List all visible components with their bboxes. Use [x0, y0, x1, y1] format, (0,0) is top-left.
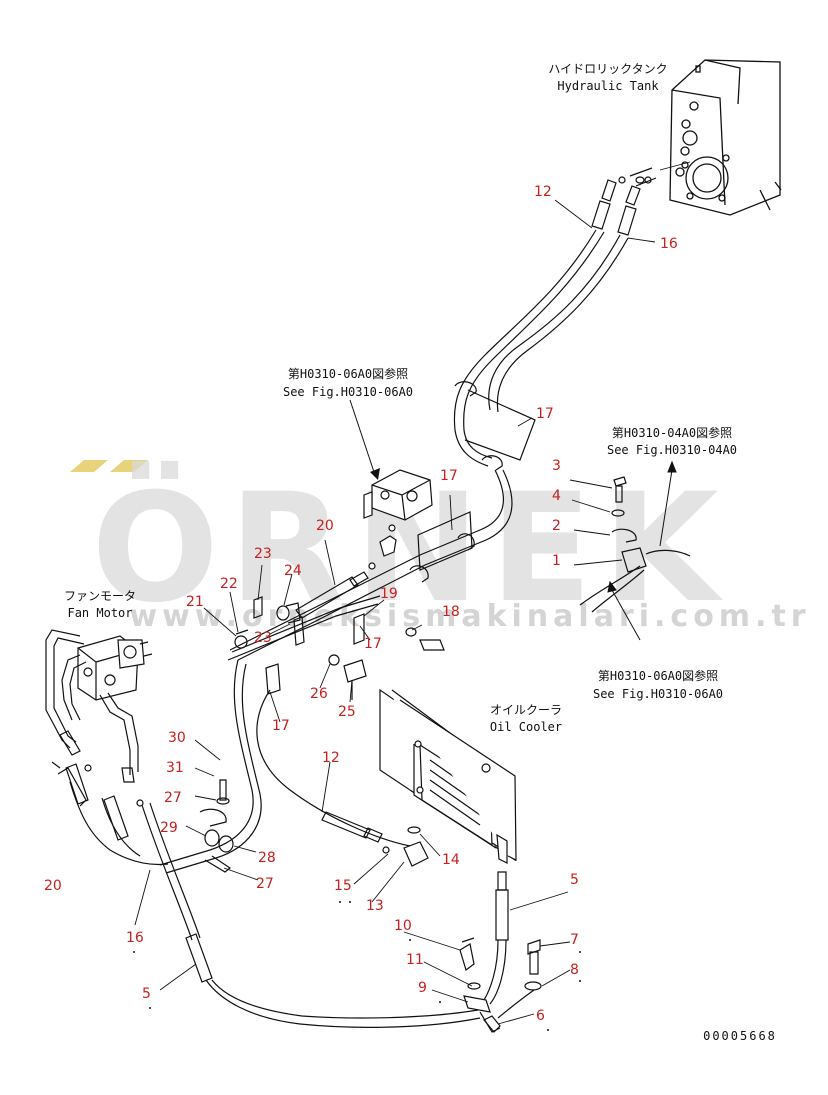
part-number: 14: [442, 852, 460, 868]
part-number: 23: [254, 546, 272, 562]
oil-cooler: [379, 688, 517, 864]
watermark: ÖRNEK www.orneksismakinalari.com.tr: [70, 460, 810, 636]
part-number: 13: [366, 898, 384, 914]
hardware-1-4: [579, 476, 691, 613]
oil-cooler-label-jp: オイルクーラ: [490, 703, 562, 717]
part-number: 6: [536, 1008, 545, 1024]
part-number: 27: [164, 790, 182, 806]
part-number: 4: [552, 488, 561, 504]
hydraulic-tank-label-jp: ハイドロリックタンク: [548, 62, 667, 76]
ref-0600-bottom-en: See Fig.H0310-06A0: [593, 687, 723, 701]
watermark-url: www.orneksismakinalari.com.tr: [129, 599, 810, 634]
part-number: 17: [440, 468, 458, 484]
watermark-accent-left: [70, 460, 108, 472]
part-number: 20: [316, 518, 334, 534]
part-number: 15: [334, 878, 352, 894]
part-number: 24: [284, 563, 302, 579]
fan-motor-pipes: [45, 629, 139, 783]
part-number: 23: [254, 630, 272, 646]
leader-valve: [349, 399, 376, 476]
part-number: 21: [186, 594, 204, 610]
part-number: 31: [166, 760, 184, 776]
part-number: 29: [160, 820, 178, 836]
part-number: 22: [220, 576, 238, 592]
drawing-number: 00005668: [703, 1029, 777, 1043]
ref-0600-top-en: See Fig.H0310-06A0: [283, 385, 413, 399]
part-number: 25: [338, 704, 356, 720]
part-number: 16: [660, 236, 678, 252]
part-number: 8: [570, 962, 579, 978]
fan-motor-label-jp: ファンモータ: [64, 589, 136, 603]
hose-20-16-lower: [51, 761, 481, 1028]
valve-block: [363, 469, 433, 570]
part-numbers: 12 16 17 17 3 4 2 1 20 23 24 22 21 23 19…: [44, 184, 678, 1024]
part-number: 17: [272, 718, 290, 734]
leader-arrow-valve: [370, 468, 380, 480]
hose-mid: [229, 469, 513, 661]
part-number: 28: [258, 850, 276, 866]
part-number: 17: [536, 406, 554, 422]
part-number: 26: [310, 686, 328, 702]
part-number: 7: [570, 932, 579, 948]
pipe-12-lower: [321, 811, 429, 867]
part-number: 27: [256, 876, 274, 892]
part-number: 1: [552, 553, 561, 569]
hydraulic-tank-label-en: Hydraulic Tank: [557, 79, 659, 93]
part-number: 5: [570, 872, 579, 888]
ref-0400-en: See Fig.H0310-04A0: [607, 443, 737, 457]
hydraulic-tank: [669, 59, 782, 216]
text-labels: ハイドロリックタンク Hydraulic Tank 第H0310-06A0図参照…: [64, 62, 777, 1043]
part-number: 10: [394, 918, 412, 934]
part-number: 11: [406, 952, 424, 968]
part-number: 5: [142, 986, 151, 1002]
watermark-accent-right: [110, 460, 148, 472]
clamp-17-middle: [409, 511, 475, 583]
ref-0600-bottom-jp: 第H0310-06A0図参照: [598, 668, 718, 683]
hose-5-right: [459, 871, 542, 1033]
part-number: 12: [322, 750, 340, 766]
part-number: 9: [418, 980, 427, 996]
clamp-27-28-29: [199, 779, 234, 873]
ref-0400-jp: 第H0310-04A0図参照: [612, 425, 732, 440]
oil-cooler-label-en: Oil Cooler: [490, 720, 562, 734]
clamp-17-upper: [454, 381, 536, 471]
fan-motor-label-en: Fan Motor: [67, 606, 132, 620]
hose-12-16-upper: [453, 167, 657, 467]
leader-lines: [134, 199, 656, 1025]
clamp-17-lower: [265, 613, 445, 700]
part-number: 16: [126, 930, 144, 946]
part-number: 19: [380, 586, 398, 602]
part-number: 20: [44, 878, 62, 894]
leader-callouts: [659, 161, 691, 171]
part-number: 12: [534, 184, 552, 200]
ref-0600-top-jp: 第H0310-06A0図参照: [288, 366, 408, 381]
part-number: 3: [552, 458, 561, 474]
dot-marks: [133, 901, 581, 1031]
hoses-lower-left: [159, 595, 411, 874]
part-number: 2: [552, 518, 561, 534]
part-number: 30: [168, 730, 186, 746]
fan-motor: [77, 635, 153, 701]
part-number: 17: [364, 636, 382, 652]
part-number: 18: [442, 604, 460, 620]
ref-arrows: [607, 460, 677, 641]
